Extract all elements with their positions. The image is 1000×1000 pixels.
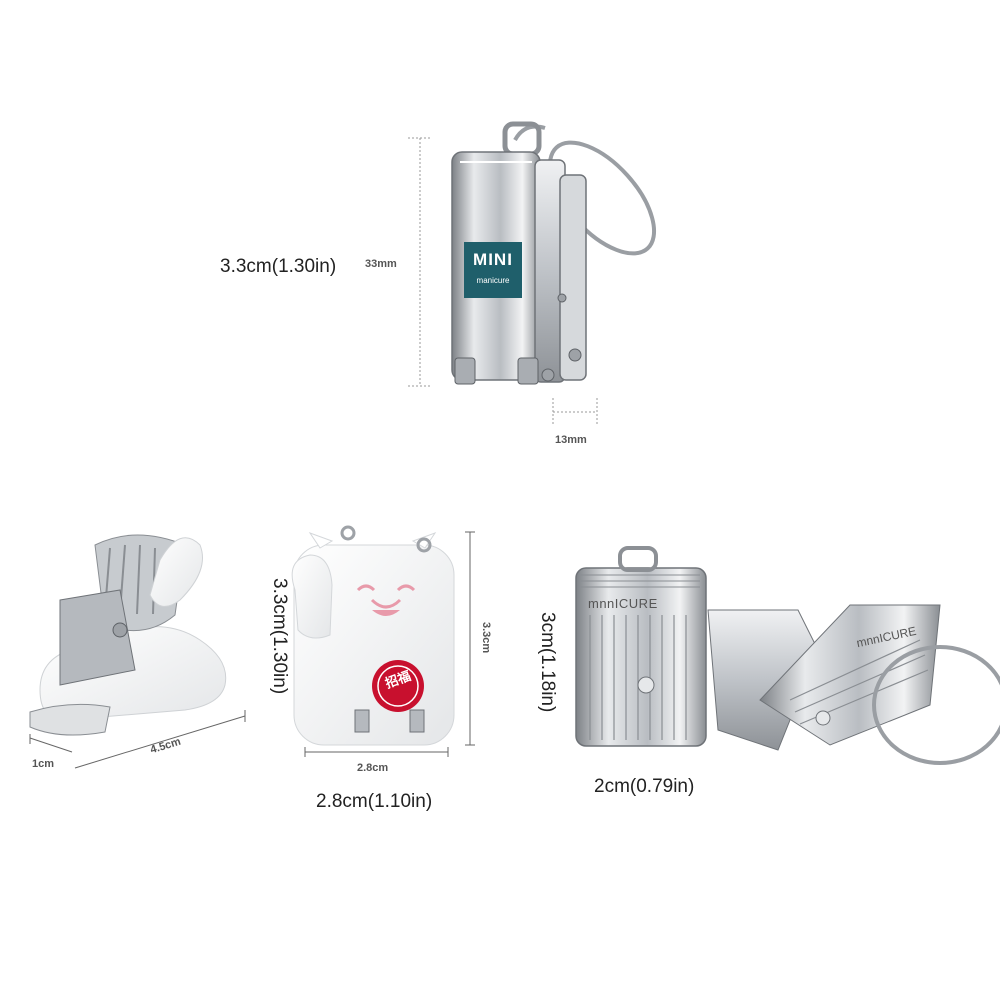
metal-brand-front: mnnICURE [588,596,658,611]
clipper-width-label: 1cm [32,758,55,770]
top-height-mm: 33mm [365,258,397,270]
open-clipper-illustration [29,534,227,736]
cat-width-dimension-line [304,747,449,757]
cat-width-small: 2.8cm [357,762,389,774]
metal-case-front [575,546,707,747]
clipper-dimension-lines [29,710,246,769]
metal-width-label: 2cm(0.79in) [594,776,695,797]
top-height-label: 3.3cm(1.30in) [220,256,337,277]
cat-height-dimension-line [465,531,475,746]
lucky-cat-illustration [291,525,455,746]
metal-case-open [707,604,941,751]
metal-key-ring [872,645,1000,765]
cat-width-label: 2.8cm(1.10in) [316,791,433,812]
metal-height-label: 3cm(1.18in) [537,612,558,713]
top-depth-mm: 13mm [555,434,587,446]
height-dimension-line [408,137,432,387]
depth-dimension-line [552,398,598,425]
lucky-coin-ring [377,665,419,707]
mini-badge [464,242,522,298]
cat-height-small: 3.3cm [480,622,492,654]
badge-subtitle: manicure [476,276,510,285]
lucky-coin [372,660,424,712]
cat-height-label: 3.3cm(1.30in) [269,578,290,695]
badge-title: MINI [473,250,513,269]
